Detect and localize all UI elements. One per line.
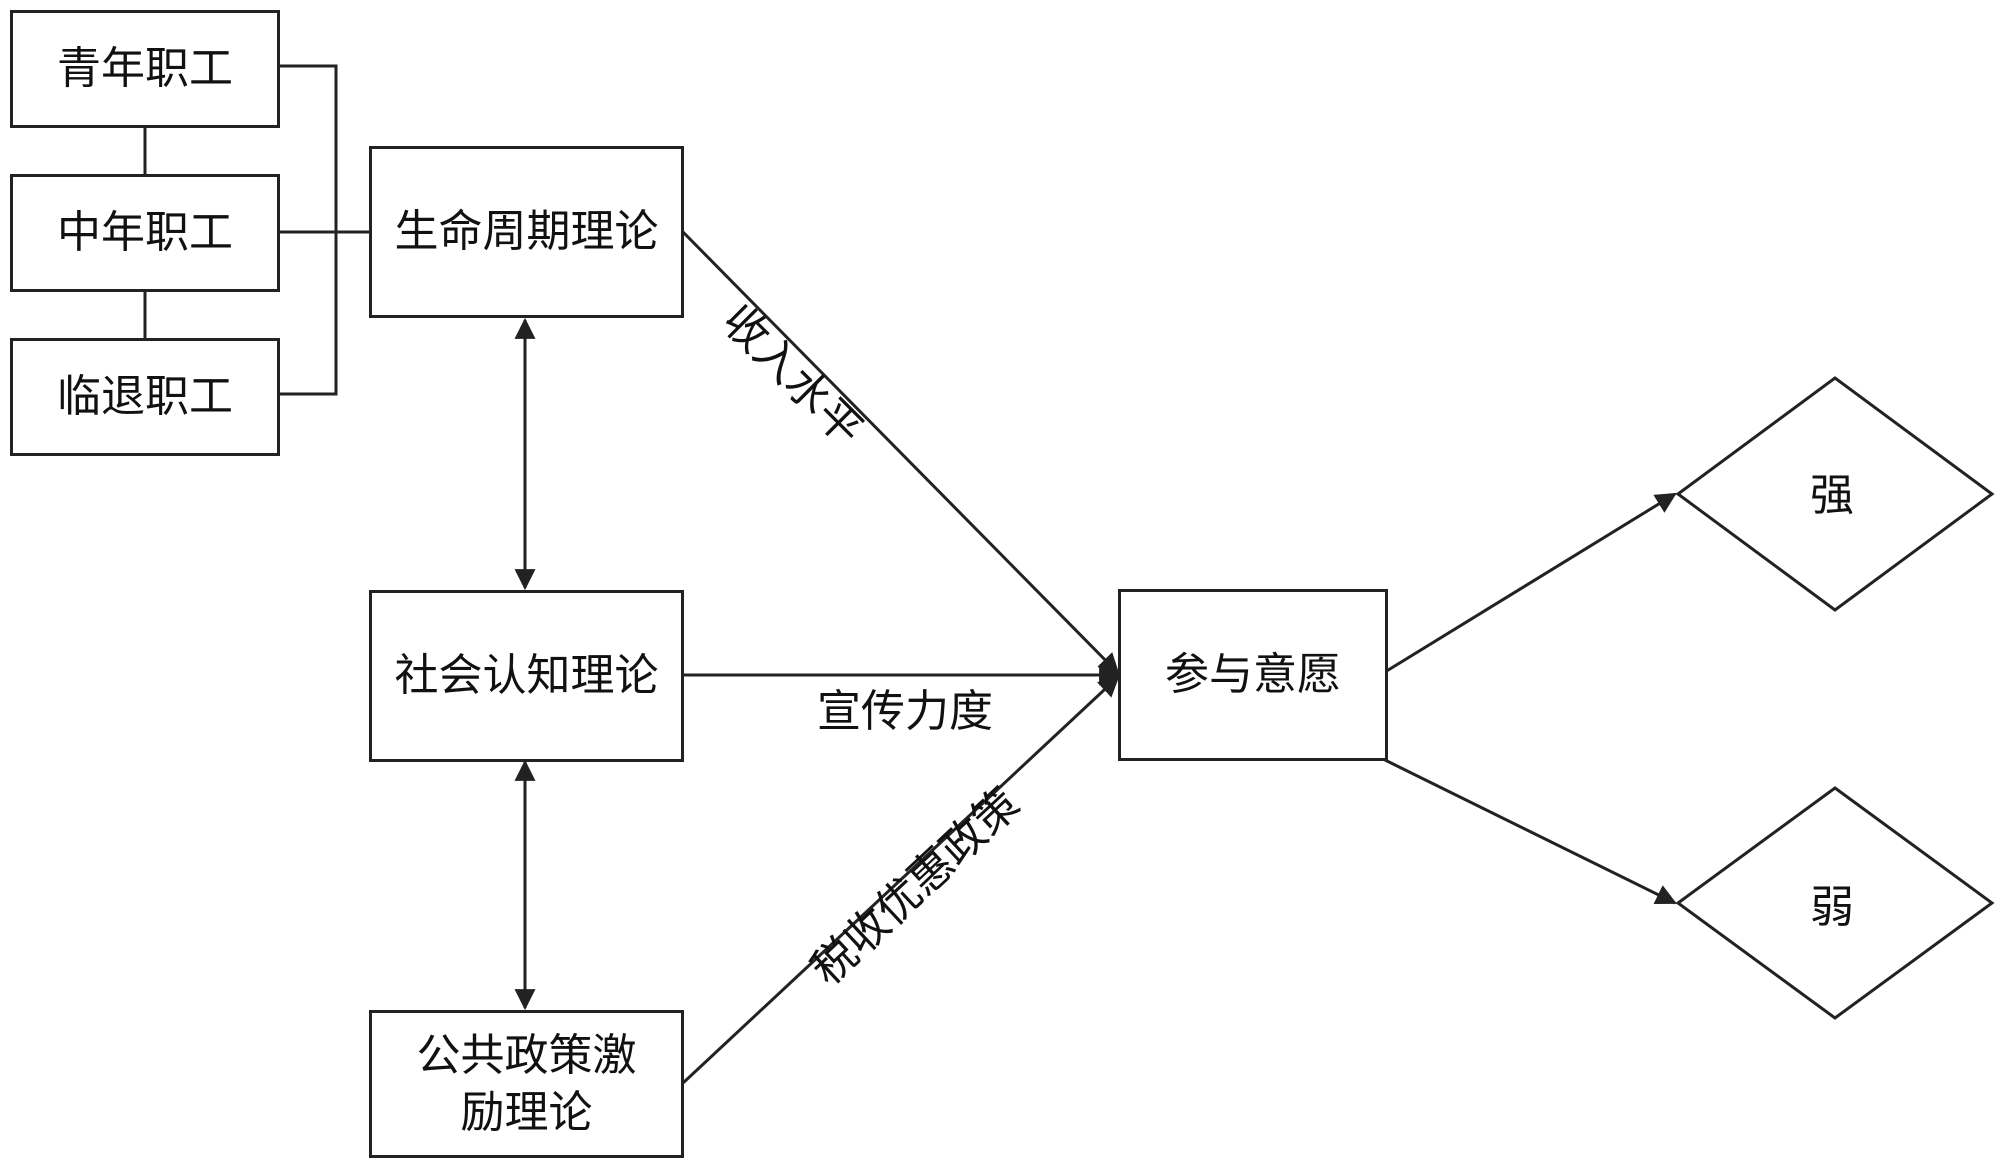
arrow-tax <box>681 675 1120 1085</box>
node-social-cognitive-theory: 社会认知理论 <box>369 590 684 762</box>
diamond-strong <box>1675 376 1995 612</box>
arrow-strong <box>1384 492 1677 674</box>
bracket-employee-groups <box>279 64 338 396</box>
outcome-weak-label: 弱 <box>1810 882 1854 933</box>
edge-label-publicity-intensity: 宣传力度 <box>817 686 993 737</box>
node-public-policy-incentive-label: 公共政策激励理论 <box>416 1029 637 1138</box>
node-lifecycle-theory: 生命周期理论 <box>369 146 684 318</box>
outcome-strong-label: 强 <box>1810 470 1854 521</box>
diamond-weak <box>1675 786 1995 1020</box>
node-youth-employees: 青年职工 <box>10 10 280 128</box>
node-participation-willingness: 参与意愿 <box>1118 589 1388 761</box>
node-public-policy-incentive-theory: 公共政策激励理论 <box>369 1010 684 1158</box>
node-middle-aged-employees: 中年职工 <box>10 174 280 292</box>
node-pre-retirement-employees: 临退职工 <box>10 338 280 456</box>
arrow-income <box>681 230 1120 675</box>
arrow-weak <box>1384 758 1677 905</box>
